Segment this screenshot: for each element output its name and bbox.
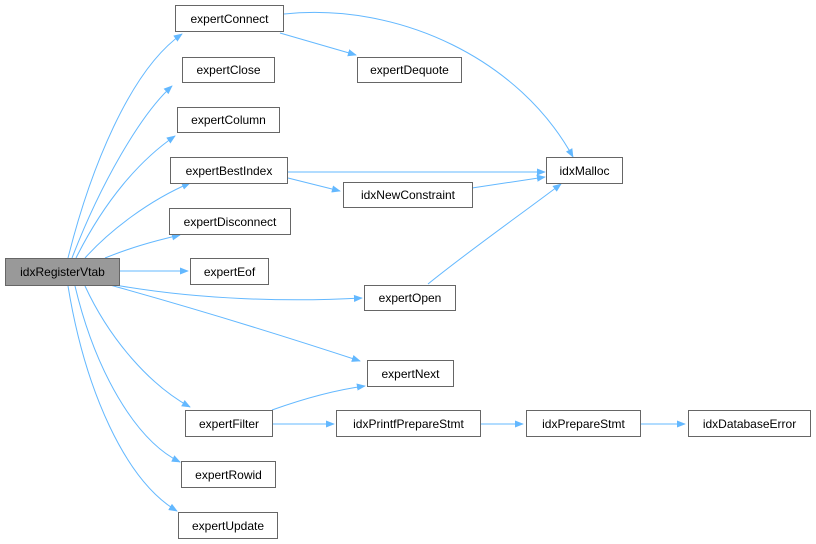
node-idxPrintfPrepareStmt[interactable]: idxPrintfPrepareStmt: [336, 410, 481, 437]
node-expertEof[interactable]: expertEof: [190, 258, 269, 285]
node-expertRowid[interactable]: expertRowid: [181, 461, 276, 488]
node-expertUpdate[interactable]: expertUpdate: [178, 512, 278, 539]
edge-root-expertDisconnect: [104, 233, 181, 259]
node-expertOpen[interactable]: expertOpen: [364, 285, 456, 311]
edge-root-expertColumn: [75, 135, 176, 259]
edge-root-expertConnect: [67, 33, 183, 259]
node-expertDequote[interactable]: expertDequote: [357, 57, 462, 83]
node-idxNewConstraint[interactable]: idxNewConstraint: [343, 182, 473, 208]
edge-expertConnect-idxMalloc: [283, 12, 574, 158]
edge-root-expertFilter: [84, 285, 191, 408]
edge-root-expertClose: [71, 85, 173, 259]
edge-root-expertUpdate: [67, 285, 178, 512]
node-expertDisconnect[interactable]: expertDisconnect: [169, 208, 291, 235]
edge-root-expertNext: [109, 284, 361, 362]
node-expertColumn[interactable]: expertColumn: [177, 107, 280, 133]
node-expertBestIndex[interactable]: expertBestIndex: [170, 157, 288, 184]
node-idxDatabaseError[interactable]: idxDatabaseError: [688, 410, 811, 437]
node-expertNext[interactable]: expertNext: [367, 360, 454, 387]
node-idxMalloc[interactable]: idxMalloc: [546, 157, 623, 184]
node-expertFilter[interactable]: expertFilter: [185, 410, 273, 437]
node-idxRegisterVtab: idxRegisterVtab: [5, 258, 120, 286]
edge-idxNewConstraint-idxMalloc: [471, 174, 546, 189]
node-expertClose[interactable]: expertClose: [182, 57, 275, 83]
node-idxPrepareStmt[interactable]: idxPrepareStmt: [526, 410, 641, 437]
edge-expertConnect-expertDequote: [279, 32, 357, 57]
edge-root-expertOpen: [114, 284, 363, 303]
edge-root-expertRowid: [74, 285, 181, 463]
node-expertConnect[interactable]: expertConnect: [175, 5, 284, 32]
edge-expertBestIndex-idxNewConstraint: [287, 177, 341, 193]
edge-root-expertBestIndex: [84, 182, 191, 259]
edge-expertOpen-idxMalloc: [427, 183, 562, 285]
edge-expertFilter-expertNext: [271, 383, 366, 411]
